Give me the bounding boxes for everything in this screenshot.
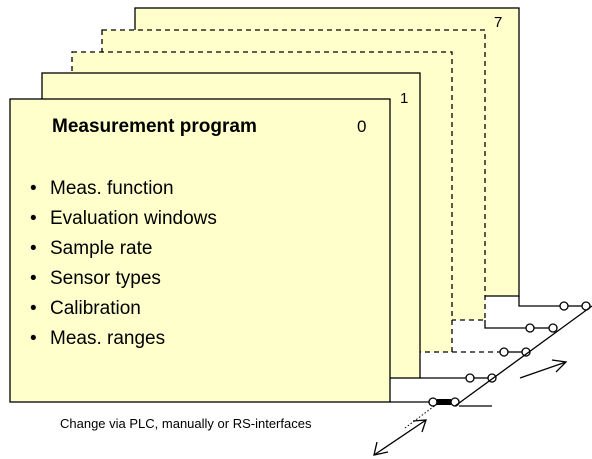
list-item-label: Sensor types bbox=[50, 268, 161, 289]
arrow-left-shaft bbox=[373, 419, 427, 456]
selector-switch-bar bbox=[437, 399, 451, 405]
bullet-icon: • bbox=[30, 208, 37, 229]
contact-card-6-b bbox=[548, 323, 558, 333]
contact-card-7-a bbox=[559, 301, 569, 311]
arrow-right-shaft bbox=[519, 361, 567, 379]
list-item: • Meas. ranges bbox=[30, 324, 217, 354]
arrow-right-head bbox=[551, 359, 568, 373]
card-1-number: 1 bbox=[400, 90, 409, 107]
bullet-icon: • bbox=[30, 298, 37, 319]
list-item-label: Sample rate bbox=[50, 238, 153, 259]
selector-lines bbox=[390, 296, 582, 403]
diagram-caption: Change via PLC, manually or RS-interface… bbox=[60, 416, 312, 431]
list-item: • Evaluation windows bbox=[30, 204, 217, 234]
list-item: • Calibration bbox=[30, 294, 217, 324]
arrow-left-tail-head bbox=[412, 419, 427, 433]
contact-card-5-a bbox=[499, 347, 509, 357]
list-item: • Sample rate bbox=[30, 234, 217, 264]
contact-card-0-b bbox=[450, 397, 460, 407]
list-item: • Sensor types bbox=[30, 264, 217, 294]
switch-direction-arrows bbox=[373, 359, 568, 456]
bullet-icon: • bbox=[30, 268, 37, 289]
contact-card-1-a bbox=[465, 373, 475, 383]
list-item-label: Meas. ranges bbox=[50, 328, 166, 349]
front-card-number: 0 bbox=[357, 117, 367, 136]
arrow-left-head bbox=[373, 441, 389, 456]
bullet-icon: • bbox=[30, 238, 37, 259]
bullet-icon: • bbox=[30, 328, 37, 349]
list-item-label: Evaluation windows bbox=[50, 208, 217, 229]
front-card-title: Measurement program bbox=[52, 116, 257, 137]
card-7-number: 7 bbox=[494, 14, 503, 31]
list-item-label: Meas. function bbox=[50, 178, 174, 199]
contact-card-6-a bbox=[525, 323, 535, 333]
selector-line-card-6 bbox=[484, 320, 526, 329]
selector-line-card-7 bbox=[518, 296, 560, 307]
caption-pointer bbox=[404, 403, 438, 429]
common-rail bbox=[454, 305, 592, 407]
bullet-icon: • bbox=[30, 178, 37, 199]
switch-contacts bbox=[428, 301, 591, 407]
list-item-label: Calibration bbox=[50, 298, 141, 319]
list-item: • Meas. function bbox=[30, 174, 217, 204]
program-card-0 bbox=[9, 98, 391, 403]
feature-list: • Meas. function • Evaluation windows • Sam… bbox=[30, 174, 217, 354]
